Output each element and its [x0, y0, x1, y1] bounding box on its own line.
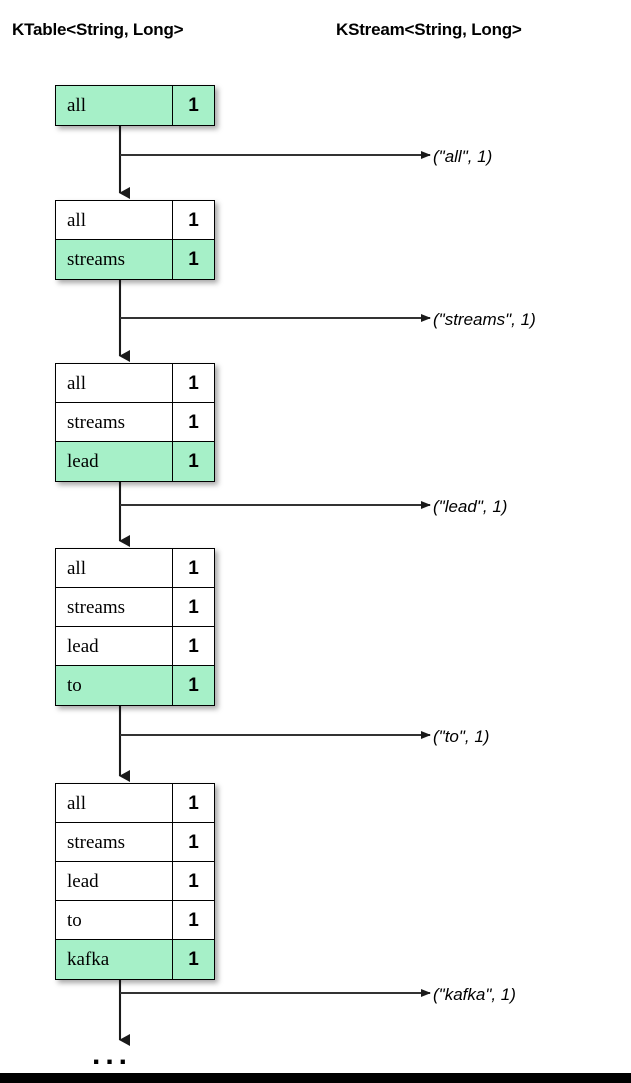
table-cell-key: streams: [56, 823, 173, 861]
table-row: streams 1: [56, 823, 214, 862]
emitted-record-1: ("all", 1): [433, 147, 493, 166]
table-row: all 1: [56, 784, 214, 823]
table-cell-value: 1: [188, 372, 199, 394]
emitted-record-4: ("to", 1): [433, 727, 490, 746]
table-cell-value: 1: [188, 909, 199, 931]
table-row: lead 1: [56, 627, 214, 666]
table-cell-key: all: [56, 364, 173, 402]
table-cell-value: 1: [188, 870, 199, 892]
emitted-record-3: ("lead", 1): [433, 497, 508, 516]
table-cell-value: 1: [188, 557, 199, 579]
continuation-ellipsis: ...: [92, 1038, 133, 1071]
ktable-snapshot-3: all 1 streams 1 lead 1: [55, 363, 215, 482]
table-row: lead 1: [56, 862, 214, 901]
table-row: to 1: [56, 666, 214, 705]
table-cell-key: all: [56, 784, 173, 822]
table-row: all 1: [56, 201, 214, 240]
table-cell-key: lead: [56, 627, 173, 665]
table-row: all 1: [56, 364, 214, 403]
table-cell-value: 1: [188, 635, 199, 657]
table-cell-key: all: [56, 201, 173, 239]
bottom-bar: [0, 1073, 631, 1083]
table-row: lead 1: [56, 442, 214, 481]
ktable-snapshot-1: all 1: [55, 85, 215, 126]
table-cell-value: 1: [188, 95, 199, 116]
table-cell-value: 1: [188, 249, 199, 270]
ktable-snapshot-4: all 1 streams 1 lead 1 to 1: [55, 548, 215, 706]
table-row: to 1: [56, 901, 214, 940]
ktable-snapshot-2: all 1 streams 1: [55, 200, 215, 280]
table-cell-value: 1: [188, 792, 199, 814]
emitted-record-5: ("kafka", 1): [433, 985, 516, 1004]
table-cell-value: 1: [188, 949, 199, 970]
ktable-snapshot-5: all 1 streams 1 lead 1 to 1 kafka 1: [55, 783, 215, 980]
table-row: streams 1: [56, 240, 214, 279]
table-cell-key: to: [56, 901, 173, 939]
table-cell-value: 1: [188, 596, 199, 618]
table-row: streams 1: [56, 588, 214, 627]
table-cell-key: to: [56, 666, 173, 705]
table-cell-key: all: [56, 549, 173, 587]
table-cell-value: 1: [188, 451, 199, 472]
column-header-kstream: KStream<String, Long>: [336, 20, 522, 39]
table-cell-key: lead: [56, 442, 173, 481]
table-row: kafka 1: [56, 940, 214, 979]
table-cell-key: kafka: [56, 940, 173, 979]
table-cell-key: lead: [56, 862, 173, 900]
table-row: streams 1: [56, 403, 214, 442]
table-cell-value: 1: [188, 411, 199, 433]
table-cell-value: 1: [188, 209, 199, 231]
table-cell-key: streams: [56, 403, 173, 441]
table-row: all 1: [56, 549, 214, 588]
table-cell-value: 1: [188, 831, 199, 853]
table-cell-value: 1: [188, 675, 199, 696]
column-header-ktable: KTable<String, Long>: [12, 20, 184, 39]
table-cell-key: all: [56, 86, 173, 125]
table-row: all 1: [56, 86, 214, 125]
table-cell-key: streams: [56, 588, 173, 626]
table-cell-key: streams: [56, 240, 173, 279]
emitted-record-2: ("streams", 1): [433, 310, 536, 329]
